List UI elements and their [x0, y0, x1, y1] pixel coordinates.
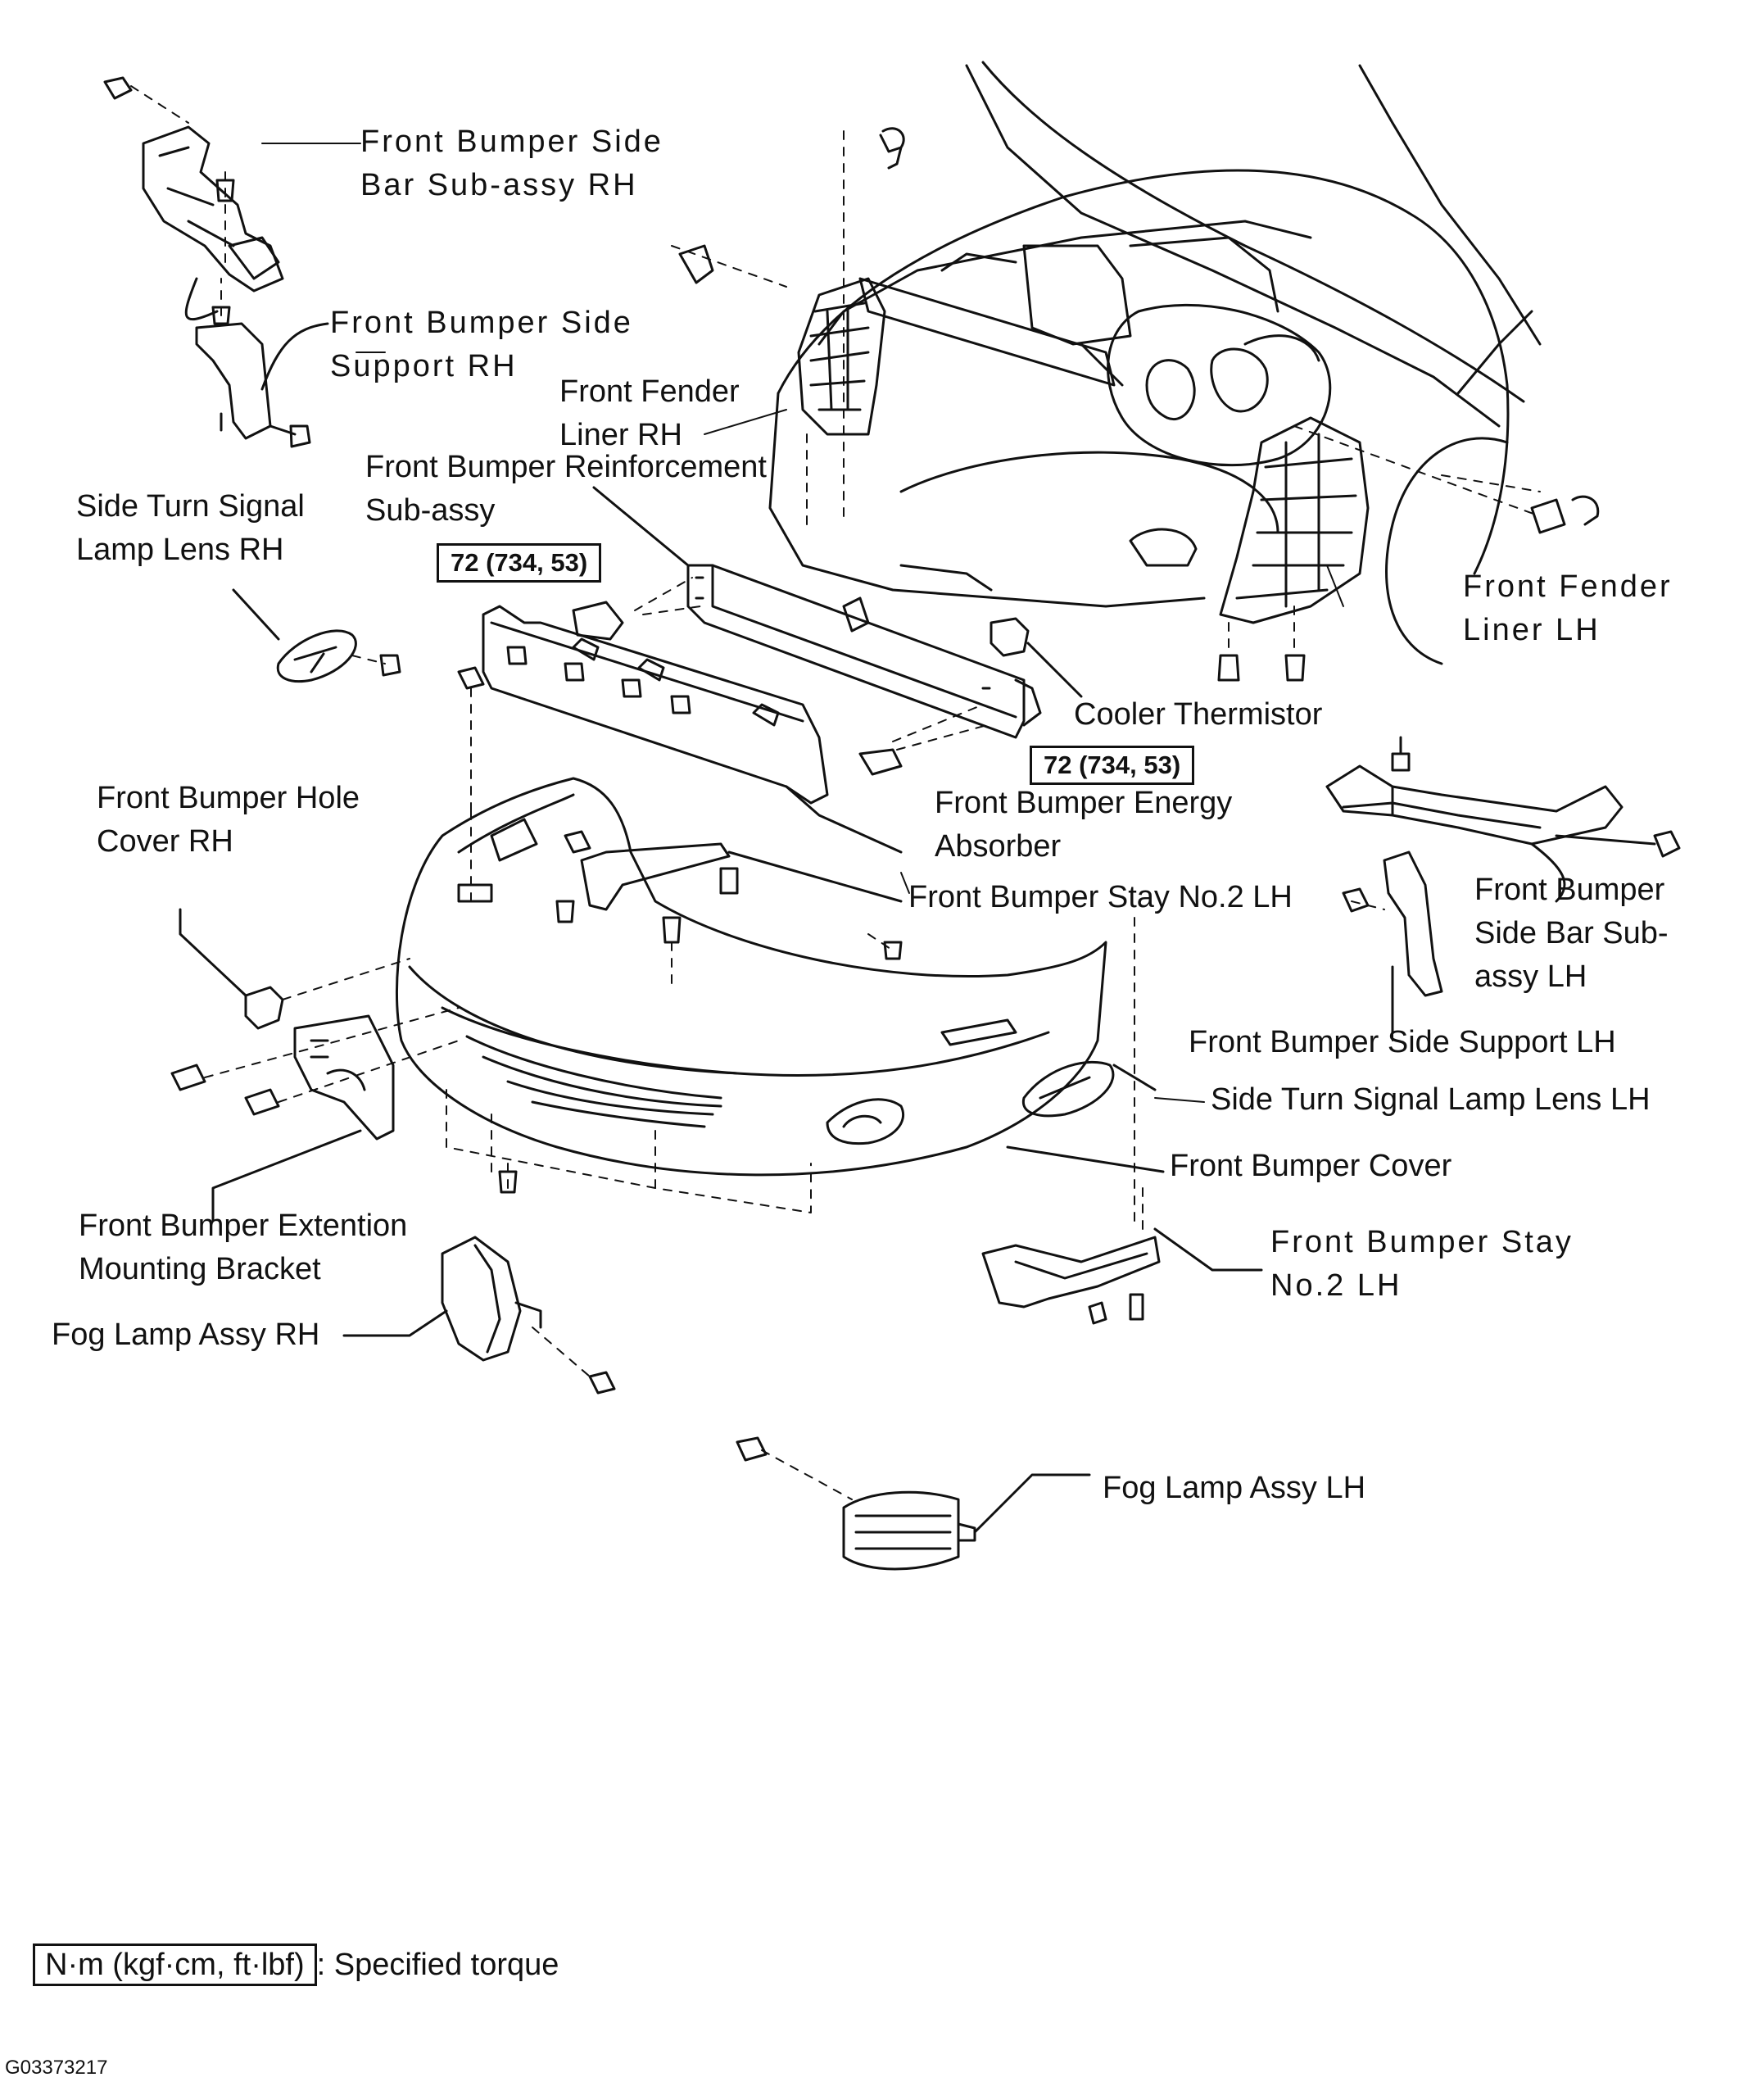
- label-line: Front Bumper: [1474, 873, 1665, 907]
- label-front-bumper-hole-cover-rh: Front Bumper Hole Cover RH: [97, 777, 360, 864]
- label-line: Front Fender: [1463, 569, 1673, 604]
- label-front-fender-liner-rh: Front Fender Liner RH: [559, 370, 740, 457]
- label-line: Absorber: [935, 829, 1062, 864]
- label-line: Mounting Bracket: [79, 1252, 321, 1286]
- label-line: Front Bumper Extention: [79, 1209, 408, 1243]
- label-line: No.2 LH: [1270, 1268, 1402, 1303]
- front-fender-liner-rh-part: [671, 127, 905, 533]
- side-turn-lamp-lens-lh-part: [1021, 1060, 1157, 1118]
- label-line: Front Bumper Side: [330, 306, 633, 340]
- label-side-turn-signal-lamp-lens-lh: Side Turn Signal Lamp Lens LH: [1211, 1082, 1651, 1117]
- label-front-bumper-cover: Front Bumper Cover: [1170, 1149, 1452, 1183]
- label-front-bumper-side-support-rh: Front Bumper Side Support RH: [330, 302, 633, 388]
- label-front-bumper-extention-mounting-bracket: Front Bumper Extention Mounting Bracket: [79, 1204, 407, 1291]
- label-front-bumper-side-bar-lh: Front Bumper Side Bar Sub- assy LH: [1474, 869, 1669, 999]
- label-line: Bar Sub-assy RH: [360, 168, 638, 202]
- bumper-stay-no2-lh-upper-part: [555, 830, 903, 984]
- front-bumper-cover-part: [395, 666, 1165, 1177]
- side-turn-lamp-lens-rh-part: [232, 588, 401, 683]
- bumper-energy-absorber-part: [482, 605, 903, 854]
- attachment-lines: [446, 933, 894, 1213]
- label-line: Front Bumper Stay: [1270, 1225, 1574, 1259]
- bolt-fasteners: [498, 941, 903, 1194]
- figure-code: G03373217: [5, 2057, 108, 2079]
- label-line: Front Bumper Energy: [935, 786, 1233, 820]
- label-line: Liner RH: [559, 418, 682, 452]
- label-line: Liner LH: [1463, 613, 1601, 647]
- cooler-thermistor-part: [990, 617, 1083, 698]
- torque-spec-reinforcement-rh: 72 (734, 53): [437, 543, 602, 583]
- label-line: Side Turn Signal: [76, 489, 305, 524]
- side-support-lh-part: [1342, 850, 1443, 1034]
- label-front-bumper-side-bar-rh: Front Bumper Side Bar Sub-assy RH: [360, 120, 663, 207]
- label-fog-lamp-assy-rh: Fog Lamp Assy RH: [52, 1318, 320, 1352]
- label-front-fender-liner-lh: Front Fender Liner LH: [1463, 565, 1673, 652]
- label-line: Cover RH: [97, 824, 233, 859]
- bumper-stay-no2-lh-lower-part: [981, 917, 1263, 1325]
- vehicle-body-outline: [768, 61, 1542, 665]
- torque-spec-reinforcement-lh: 72 (734, 53): [1030, 746, 1195, 785]
- label-side-turn-signal-lamp-lens-rh: Side Turn Signal Lamp Lens RH: [76, 485, 305, 572]
- label-front-bumper-stay-no2-lh-lower: Front Bumper Stay No.2 LH: [1270, 1221, 1574, 1308]
- fog-lamp-rh-part: [342, 1236, 616, 1395]
- label-line: Front Bumper Reinforcement: [365, 450, 767, 484]
- legend-meaning: : Specified torque: [316, 1948, 559, 1982]
- label-line: Side Bar Sub-: [1474, 916, 1669, 950]
- label-line: Sub-assy: [365, 493, 496, 528]
- side-support-rh-part: [195, 278, 329, 448]
- label-front-bumper-reinforcement: Front Bumper Reinforcement Sub-assy: [365, 446, 767, 533]
- label-front-bumper-side-support-lh: Front Bumper Side Support LH: [1189, 1025, 1616, 1059]
- label-line: assy LH: [1474, 959, 1587, 994]
- label-front-bumper-stay-no2-lh-upper: Front Bumper Stay No.2 LH: [908, 880, 1293, 914]
- label-line: Front Bumper Side: [360, 125, 663, 159]
- extension-mounting-bracket-part: [170, 1007, 460, 1222]
- label-front-bumper-energy-absorber: Front Bumper Energy Absorber: [935, 782, 1232, 869]
- legend-unit-box: N·m (kgf·cm, ft·lbf): [33, 1944, 317, 1986]
- label-cooler-thermistor: Cooler Thermistor: [1074, 697, 1323, 732]
- label-line: Front Bumper Hole: [97, 781, 360, 815]
- label-line: Front Fender: [559, 374, 740, 409]
- label-line: Lamp Lens RH: [76, 533, 284, 567]
- side-bar-lh-part: [1325, 736, 1681, 903]
- bumper-reinforcement-part: [572, 486, 1042, 776]
- label-fog-lamp-assy-lh: Fog Lamp Assy LH: [1103, 1471, 1366, 1505]
- fog-lamp-lh-part: [736, 1436, 1091, 1571]
- bumper-hole-cover-rh-part: [179, 908, 410, 1030]
- side-bar-rh-part: [103, 76, 284, 320]
- leader-lines: [261, 143, 1393, 1103]
- front-fender-liner-lh-part: [1217, 416, 1600, 682]
- label-line: Support RH: [330, 349, 518, 383]
- torque-legend: N·m (kgf·cm, ft·lbf): Specified torque: [33, 1944, 559, 1986]
